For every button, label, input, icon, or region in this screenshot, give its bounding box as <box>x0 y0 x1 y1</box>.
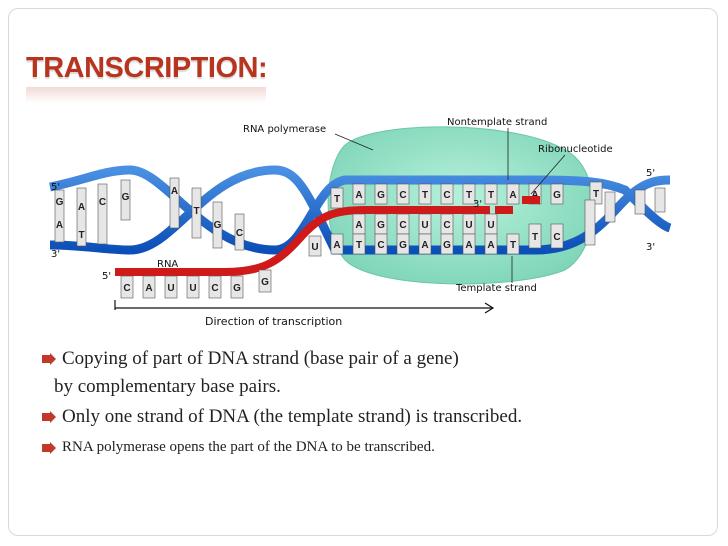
bullet-continuation: by complementary base pairs. <box>40 373 700 401</box>
three-prime-label-rna: 3' <box>473 199 482 210</box>
bottom-base: T <box>510 240 516 251</box>
bullet-arrow-icon <box>42 411 56 423</box>
rna-polymerase-label: RNA polymerase <box>243 124 326 135</box>
bottom-base: T <box>532 232 538 243</box>
rna-strand <box>115 206 490 276</box>
top-base: T <box>593 189 599 200</box>
ribonucleotide-label: Ribonucleotide <box>538 144 613 155</box>
bottom-base: U <box>311 242 318 253</box>
ribonucleotide-pointer <box>530 154 566 195</box>
template-bases <box>308 223 564 257</box>
bottom-base: C <box>553 232 560 243</box>
template-strand-label: Template strand <box>455 283 537 294</box>
bullet-arrow-icon <box>42 353 56 365</box>
slide-frame <box>8 8 718 536</box>
rna-base: C <box>123 283 130 294</box>
five-prime-label-rna: 5' <box>102 271 111 282</box>
bottom-base: A <box>465 240 472 251</box>
left-base-upper: G <box>122 192 130 203</box>
top-base: C <box>443 190 450 201</box>
rna-base: A <box>145 283 152 294</box>
rna-label: RNA <box>157 259 178 270</box>
top-base: T <box>334 194 340 205</box>
right-base-pairs <box>584 187 666 246</box>
left-base-lower: G <box>214 220 222 231</box>
bottom-base: A <box>421 240 428 251</box>
slide-title: TRANSCRIPTION: <box>26 52 268 84</box>
top-base: T <box>488 190 494 201</box>
top-base: T <box>466 190 472 201</box>
left-base-upper: G <box>56 197 64 208</box>
bullet-text: Only one strand of DNA (the template str… <box>62 406 523 427</box>
top-base: A <box>355 190 362 201</box>
bullet-text: Copying of part of DNA strand (base pair… <box>62 348 459 369</box>
left-base-lower: T <box>78 230 84 241</box>
left-base-upper: A <box>78 202 85 213</box>
rna-polymerase-pointer <box>334 133 374 151</box>
three-prime-label-right-bottom: 3' <box>646 242 655 253</box>
bullet-arrow-icon <box>42 442 56 454</box>
bottom-base: C <box>377 240 384 251</box>
ribonucleotide-entry <box>495 206 513 214</box>
bottom-base: T <box>356 240 362 251</box>
rna-inner-base: U <box>421 220 428 231</box>
bullet-item: Copying of part of DNA strand (base pair… <box>40 345 700 373</box>
transcription-diagram: G A C A G A T T G C T A G C T C T T A A … <box>49 117 672 328</box>
top-base: C <box>399 190 406 201</box>
direction-arrow <box>114 300 495 314</box>
rna-inner-base: C <box>399 220 406 231</box>
left-base-pairs <box>54 177 245 251</box>
top-base: T <box>422 190 428 201</box>
top-base: G <box>377 190 385 201</box>
bottom-base: A <box>487 240 494 251</box>
rna-inner-base: C <box>443 220 450 231</box>
bottom-base: A <box>333 240 340 251</box>
rna-base: G <box>261 277 269 288</box>
rna-base: G <box>233 283 241 294</box>
title-reflection <box>26 87 266 103</box>
dna-backbone-lower <box>49 165 671 255</box>
rna-inner-base: A <box>355 220 362 231</box>
left-base-upper: C <box>99 197 106 208</box>
left-base-lower: C <box>236 228 243 239</box>
bullet-item: RNA polymerase opens the part of the DNA… <box>40 433 700 461</box>
rna-inner-base: U <box>465 220 472 231</box>
five-prime-label-left-top: 5' <box>51 182 60 193</box>
bullet-text: RNA polymerase opens the part of the DNA… <box>62 439 435 455</box>
top-base: A <box>531 190 538 201</box>
left-base-lower: A <box>56 220 63 231</box>
five-prime-label-right-top: 5' <box>646 168 655 179</box>
rna-base: C <box>211 283 218 294</box>
rna-base: U <box>189 283 196 294</box>
left-base-lower: T <box>193 206 199 217</box>
rna-inner-base: U <box>487 220 494 231</box>
bullet-item: Only one strand of DNA (the template str… <box>40 401 700 433</box>
bottom-base: G <box>399 240 407 251</box>
bullet-text: by complementary base pairs. <box>54 376 281 397</box>
rna-base: U <box>167 283 174 294</box>
direction-label: Direction of transcription <box>205 315 342 328</box>
ribonucleotide <box>522 196 540 204</box>
top-base: A <box>509 190 516 201</box>
nontemplate-bases <box>330 181 603 209</box>
bullet-list: Copying of part of DNA strand (base pair… <box>40 345 700 461</box>
rna-outer-bases <box>120 269 272 299</box>
nontemplate-strand-label: Nontemplate strand <box>447 117 547 128</box>
bottom-base: G <box>443 240 451 251</box>
left-base-upper: A <box>171 186 178 197</box>
top-base: G <box>553 190 561 201</box>
rna-inner-base: G <box>377 220 385 231</box>
three-prime-label-left-bottom: 3' <box>51 249 60 260</box>
